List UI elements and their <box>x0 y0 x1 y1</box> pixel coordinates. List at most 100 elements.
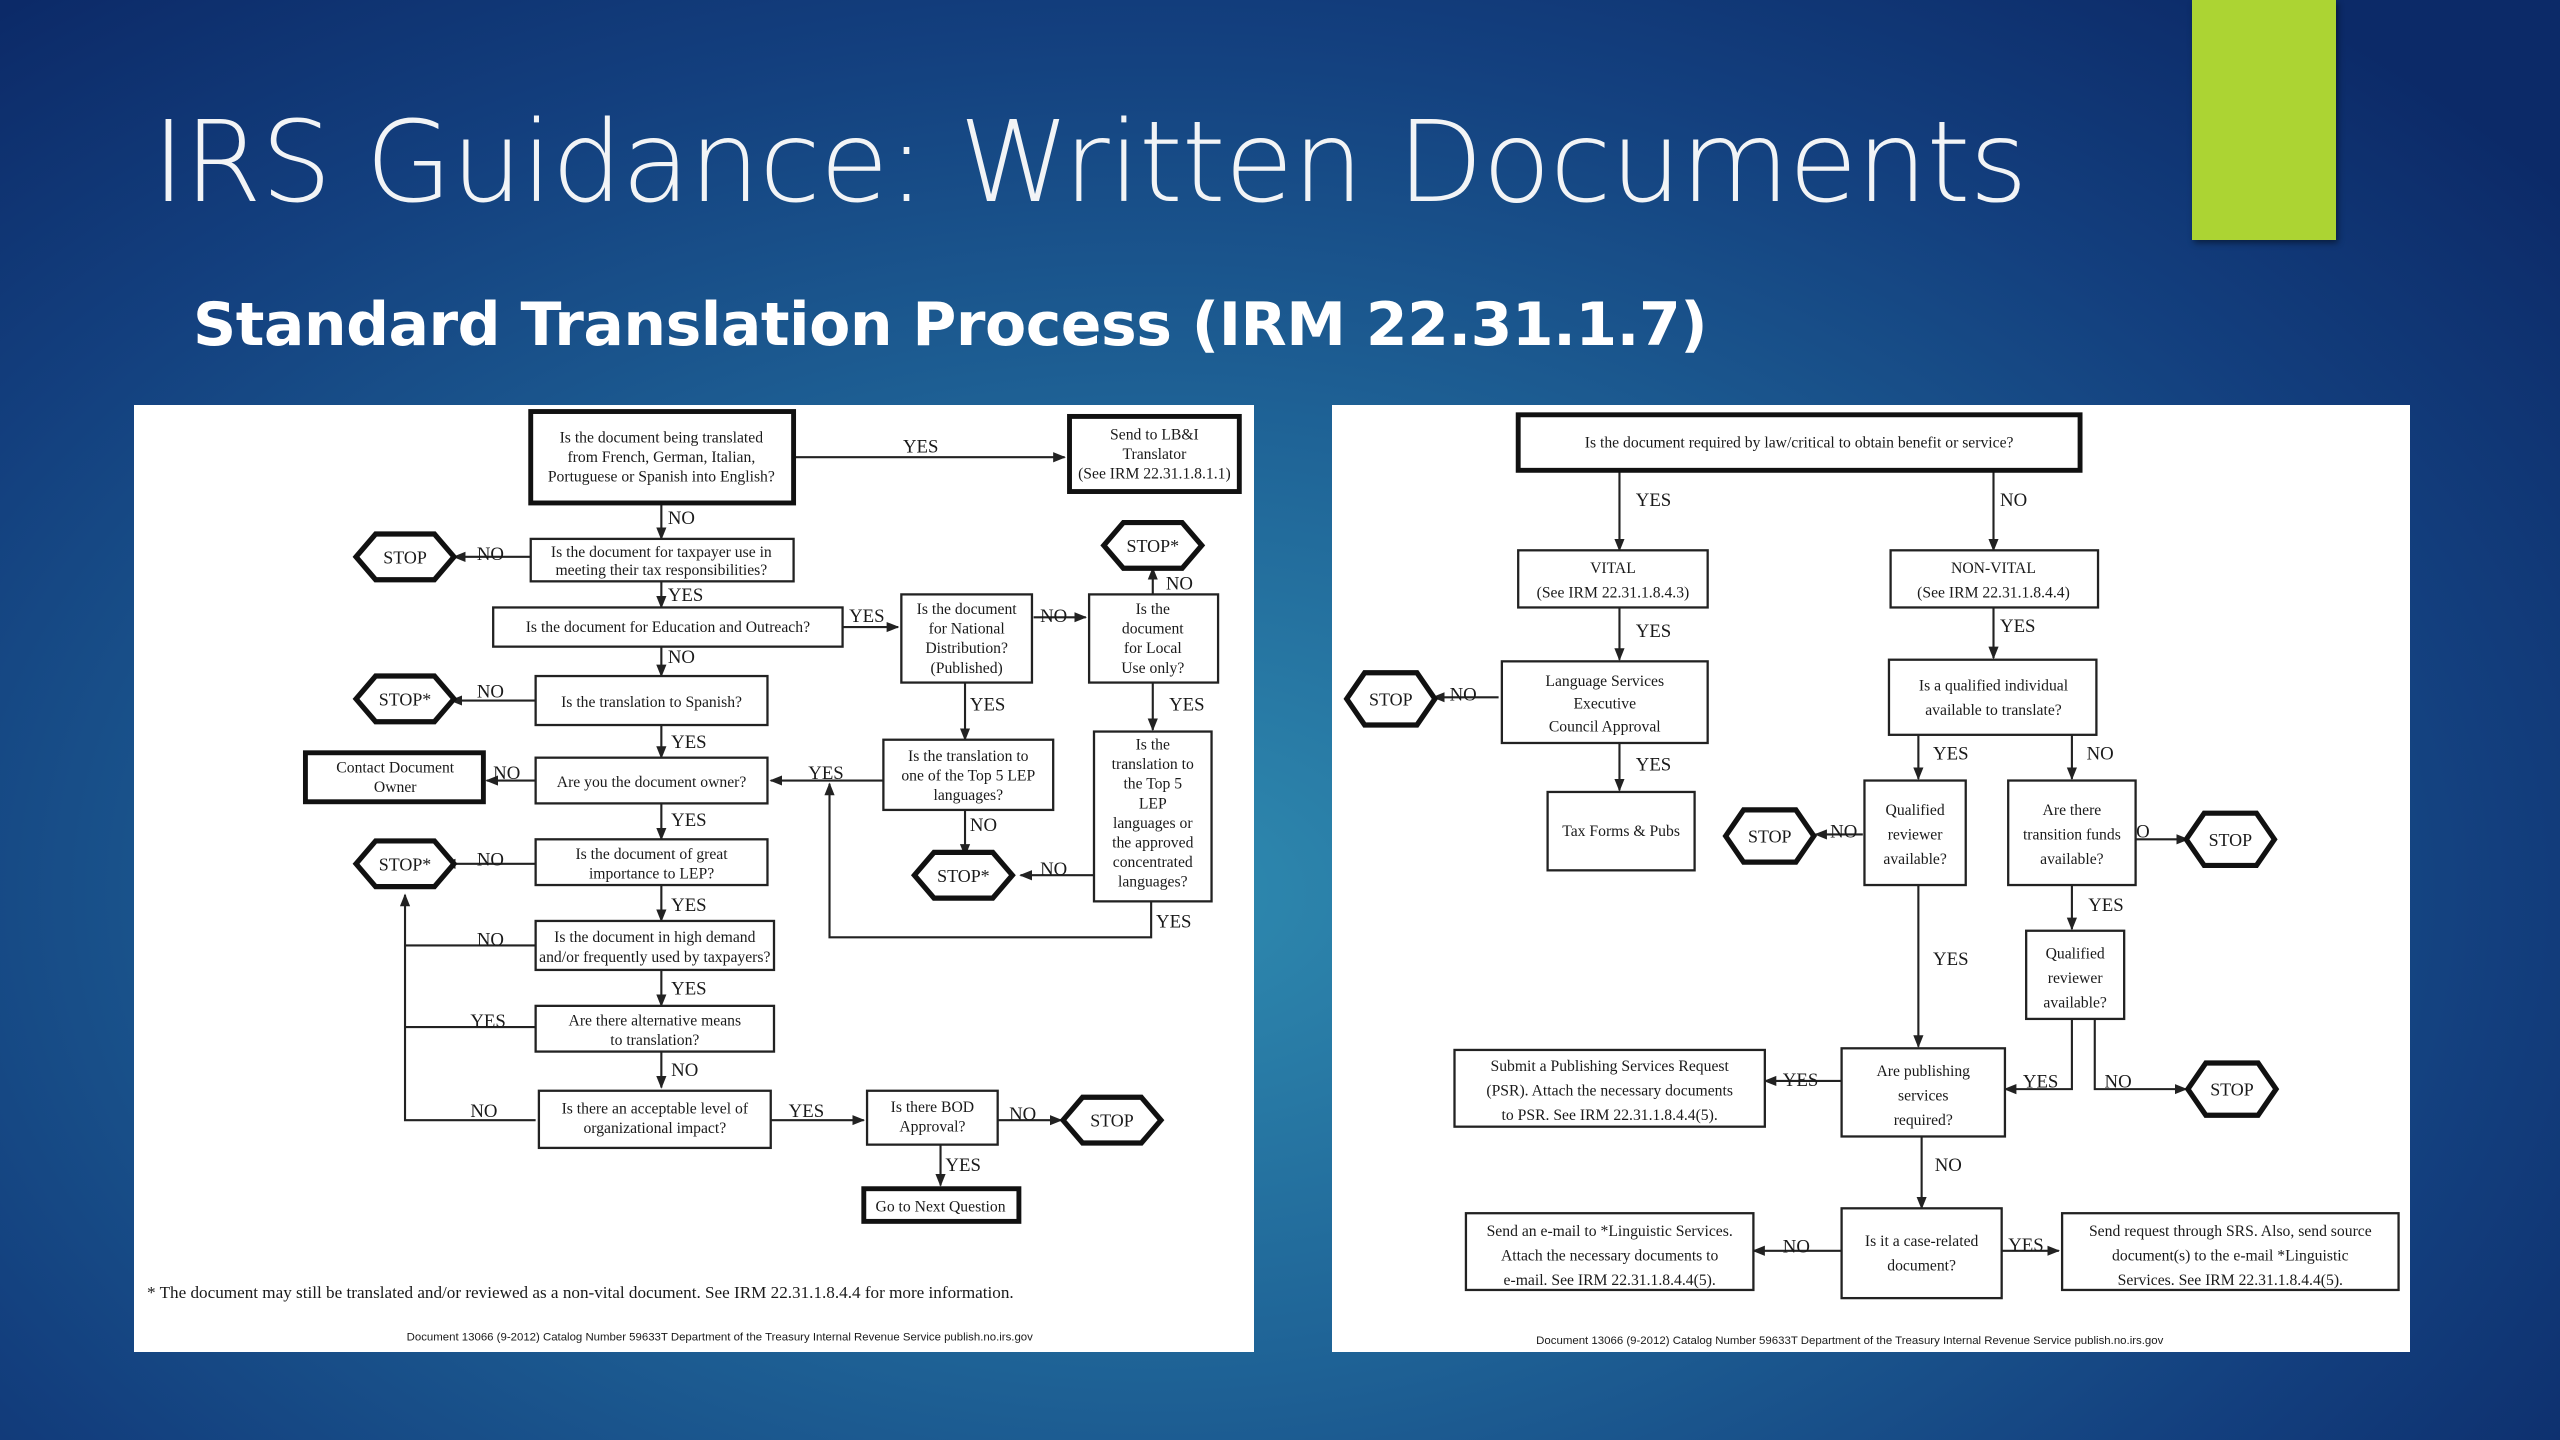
stop-hexagon: STOP <box>1722 807 1818 865</box>
label-text: the Top 5 <box>1123 776 1182 793</box>
label-line: Send request through SRS. Also, send sou… <box>2089 1223 2372 1240</box>
label-text: Services. See IRM 22.31.1.8.4.4(5). <box>2118 1272 2343 1289</box>
left-flowchart: YES NO NO YES YES NO NO NO NO YES YES YE… <box>147 409 1242 1344</box>
node-required-by-law: Is the document required by law/critical… <box>1515 412 2083 473</box>
label-text: Distribution? <box>925 640 1008 657</box>
label-line: organizational impact? <box>583 1120 726 1137</box>
node-box <box>537 1089 772 1150</box>
edge-label-yes: YES <box>1933 949 1968 970</box>
edge-label-yes: YES <box>903 436 938 457</box>
edge-label-yes: YES <box>945 1155 980 1176</box>
label-line: Language Services <box>1545 673 1664 690</box>
node-box <box>492 606 844 648</box>
label-line: NON-VITAL <box>1951 560 2036 577</box>
stop-hexagon: STOP <box>352 531 458 583</box>
label-line: Send to LB&I <box>1110 426 1199 443</box>
label-text: languages? <box>1118 874 1188 891</box>
label-line: for Local <box>1124 640 1182 657</box>
stop-shape <box>1059 1094 1165 1146</box>
label-line: Is there an acceptable level of <box>562 1101 749 1118</box>
label-line: (See IRM 22.31.1.8.4.4) <box>1917 585 2070 602</box>
node-box <box>534 674 769 727</box>
stop-hexagon: STOP* <box>1100 519 1206 571</box>
label-line: Approval? <box>899 1119 965 1136</box>
edge-label-yes: YES <box>671 732 706 753</box>
label-line: Is there BOD <box>891 1099 974 1116</box>
label-text: meeting their tax responsibilities? <box>555 562 767 579</box>
edge-label-no: NO <box>2000 490 2027 511</box>
node-box <box>1840 1047 2007 1138</box>
node-box <box>900 593 1034 684</box>
label-text: Is the document for Education and Outrea… <box>526 619 810 636</box>
edge-label-yes: YES <box>1636 755 1671 776</box>
stop-hexagon: STOP <box>2183 810 2278 869</box>
label-text: STOP <box>383 547 427 567</box>
document-info: Document 13066 (9-2012) Catalog Number 5… <box>407 1332 1033 1344</box>
label-text: Attach the necessary documents to <box>1501 1248 1719 1265</box>
stop-shape <box>352 531 458 583</box>
label-line: translation to <box>1112 756 1194 773</box>
right-flowchart: YES NO YES YES NO YES YES NO NO NO YES Y… <box>1343 412 2400 1347</box>
label-text: Executive <box>1573 696 1636 713</box>
edge-label-no: NO <box>477 681 504 702</box>
node-high-demand: Is the document in high demand and/or fr… <box>534 919 776 972</box>
label-text: to translation? <box>610 1032 699 1049</box>
label-text: Are there alternative means <box>569 1012 742 1029</box>
right-connectors <box>1431 470 2190 1256</box>
node-spanish: Is the translation to Spanish? <box>534 674 769 727</box>
label-text: for National <box>929 621 1006 638</box>
label-text: Qualified <box>1886 802 1945 819</box>
stop-shape <box>2183 810 2278 869</box>
label-line: the approved <box>1112 834 1193 851</box>
node-local-use: Is the document for Local Use only? <box>1087 593 1220 684</box>
label-text: Portuguese or Spanish into English? <box>548 469 775 486</box>
edge-label-no: NO <box>1783 1236 1810 1257</box>
left-connectors <box>399 452 1158 1187</box>
label-line: Use only? <box>1121 660 1184 677</box>
label-line: available? <box>1883 851 1947 868</box>
label-text: (PSR). Attach the necessary documents <box>1486 1083 1733 1100</box>
node-box <box>534 838 769 887</box>
label-text: Is the document for taxpayer use in <box>551 544 772 561</box>
label-text: e-mail. See IRM 22.31.1.8.4.4(5). <box>1504 1272 1716 1289</box>
node-box <box>2025 929 2126 1021</box>
document-info: Document 13066 (9-2012) Catalog Number 5… <box>1536 1335 2163 1347</box>
label-line: Is a qualified individual <box>1919 678 2069 695</box>
label-text: Is the document of great <box>575 846 728 863</box>
label-line: Translator <box>1123 446 1188 463</box>
label-line: Is the translation to Spanish? <box>561 694 742 711</box>
label-text: Council Approval <box>1549 719 1661 736</box>
label-text: Tax Forms & Pubs <box>1562 823 1680 840</box>
label-line: required? <box>1894 1112 1953 1129</box>
label-line: Is the document for Education and Outrea… <box>526 619 810 636</box>
node-qualified-reviewer-1: Qualified reviewer available? <box>1863 779 1967 887</box>
label-text: VITAL <box>1590 560 1636 577</box>
label-text: Is the document in high demand <box>554 929 755 946</box>
label-line: Submit a Publishing Services Request <box>1490 1058 1729 1075</box>
edge <box>2003 1018 2073 1095</box>
label-line: Is the <box>1136 737 1170 754</box>
edge-label-no: NO <box>668 508 695 529</box>
label-text: (See IRM 22.31.1.8.4.3) <box>1537 585 1690 602</box>
label-line: available? <box>2040 851 2104 868</box>
label-line: (See IRM 22.31.1.8.1.1) <box>1078 465 1231 482</box>
footnote: * The document may still be translated a… <box>147 1283 1014 1302</box>
label-line: document <box>1122 621 1184 638</box>
label-line: reviewer <box>1888 826 1944 843</box>
node-education-outreach: Is the document for Education and Outrea… <box>492 606 844 648</box>
label-line: languages or <box>1113 815 1193 832</box>
stop-shape <box>352 673 458 725</box>
edge-label-no: NO <box>1009 1104 1036 1125</box>
node-non-vital: NON-VITAL (See IRM 22.31.1.8.4.4) <box>1889 549 2100 609</box>
node-qualified-individual: Is a qualified individual available to t… <box>1887 658 2098 736</box>
label-text: STOP <box>1090 1111 1134 1131</box>
edge-label-yes: YES <box>970 694 1005 715</box>
label-line: Send an e-mail to *Linguistic Services. <box>1487 1223 1733 1240</box>
edge-label-no: NO <box>477 929 504 950</box>
label-line: and/or frequently used by taxpayers? <box>539 949 770 966</box>
node-tax-forms-pubs: Tax Forms & Pubs <box>1546 790 1696 872</box>
edge-label-no: NO <box>1830 822 1857 843</box>
label-text: (See IRM 22.31.1.8.1.1) <box>1078 465 1231 482</box>
label-text: STOP <box>1748 827 1792 847</box>
label-text: Are publishing <box>1877 1063 1971 1080</box>
